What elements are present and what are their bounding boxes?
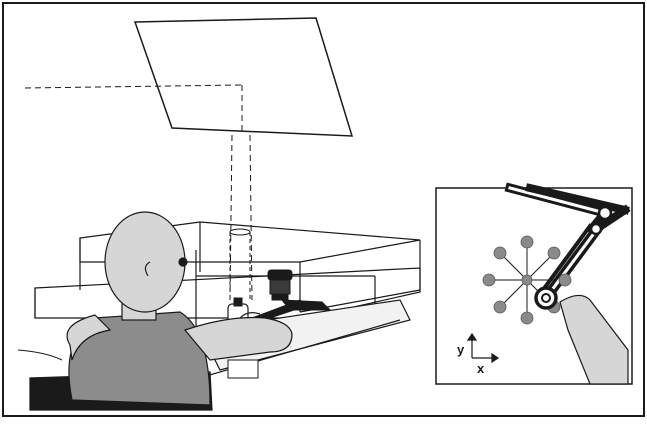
- target-right: [559, 274, 571, 286]
- target-top-right: [548, 247, 560, 259]
- target-left: [483, 274, 495, 286]
- handle-cursor: [536, 288, 556, 308]
- target-center: [522, 275, 532, 285]
- y-axis-label: y: [457, 342, 465, 357]
- target-bottom: [521, 312, 533, 324]
- target-top: [521, 236, 533, 248]
- target-top-left: [494, 247, 506, 259]
- target-bottom-left: [494, 301, 506, 313]
- x-axis-label: x: [477, 361, 485, 376]
- inset-panel: y x: [436, 188, 632, 384]
